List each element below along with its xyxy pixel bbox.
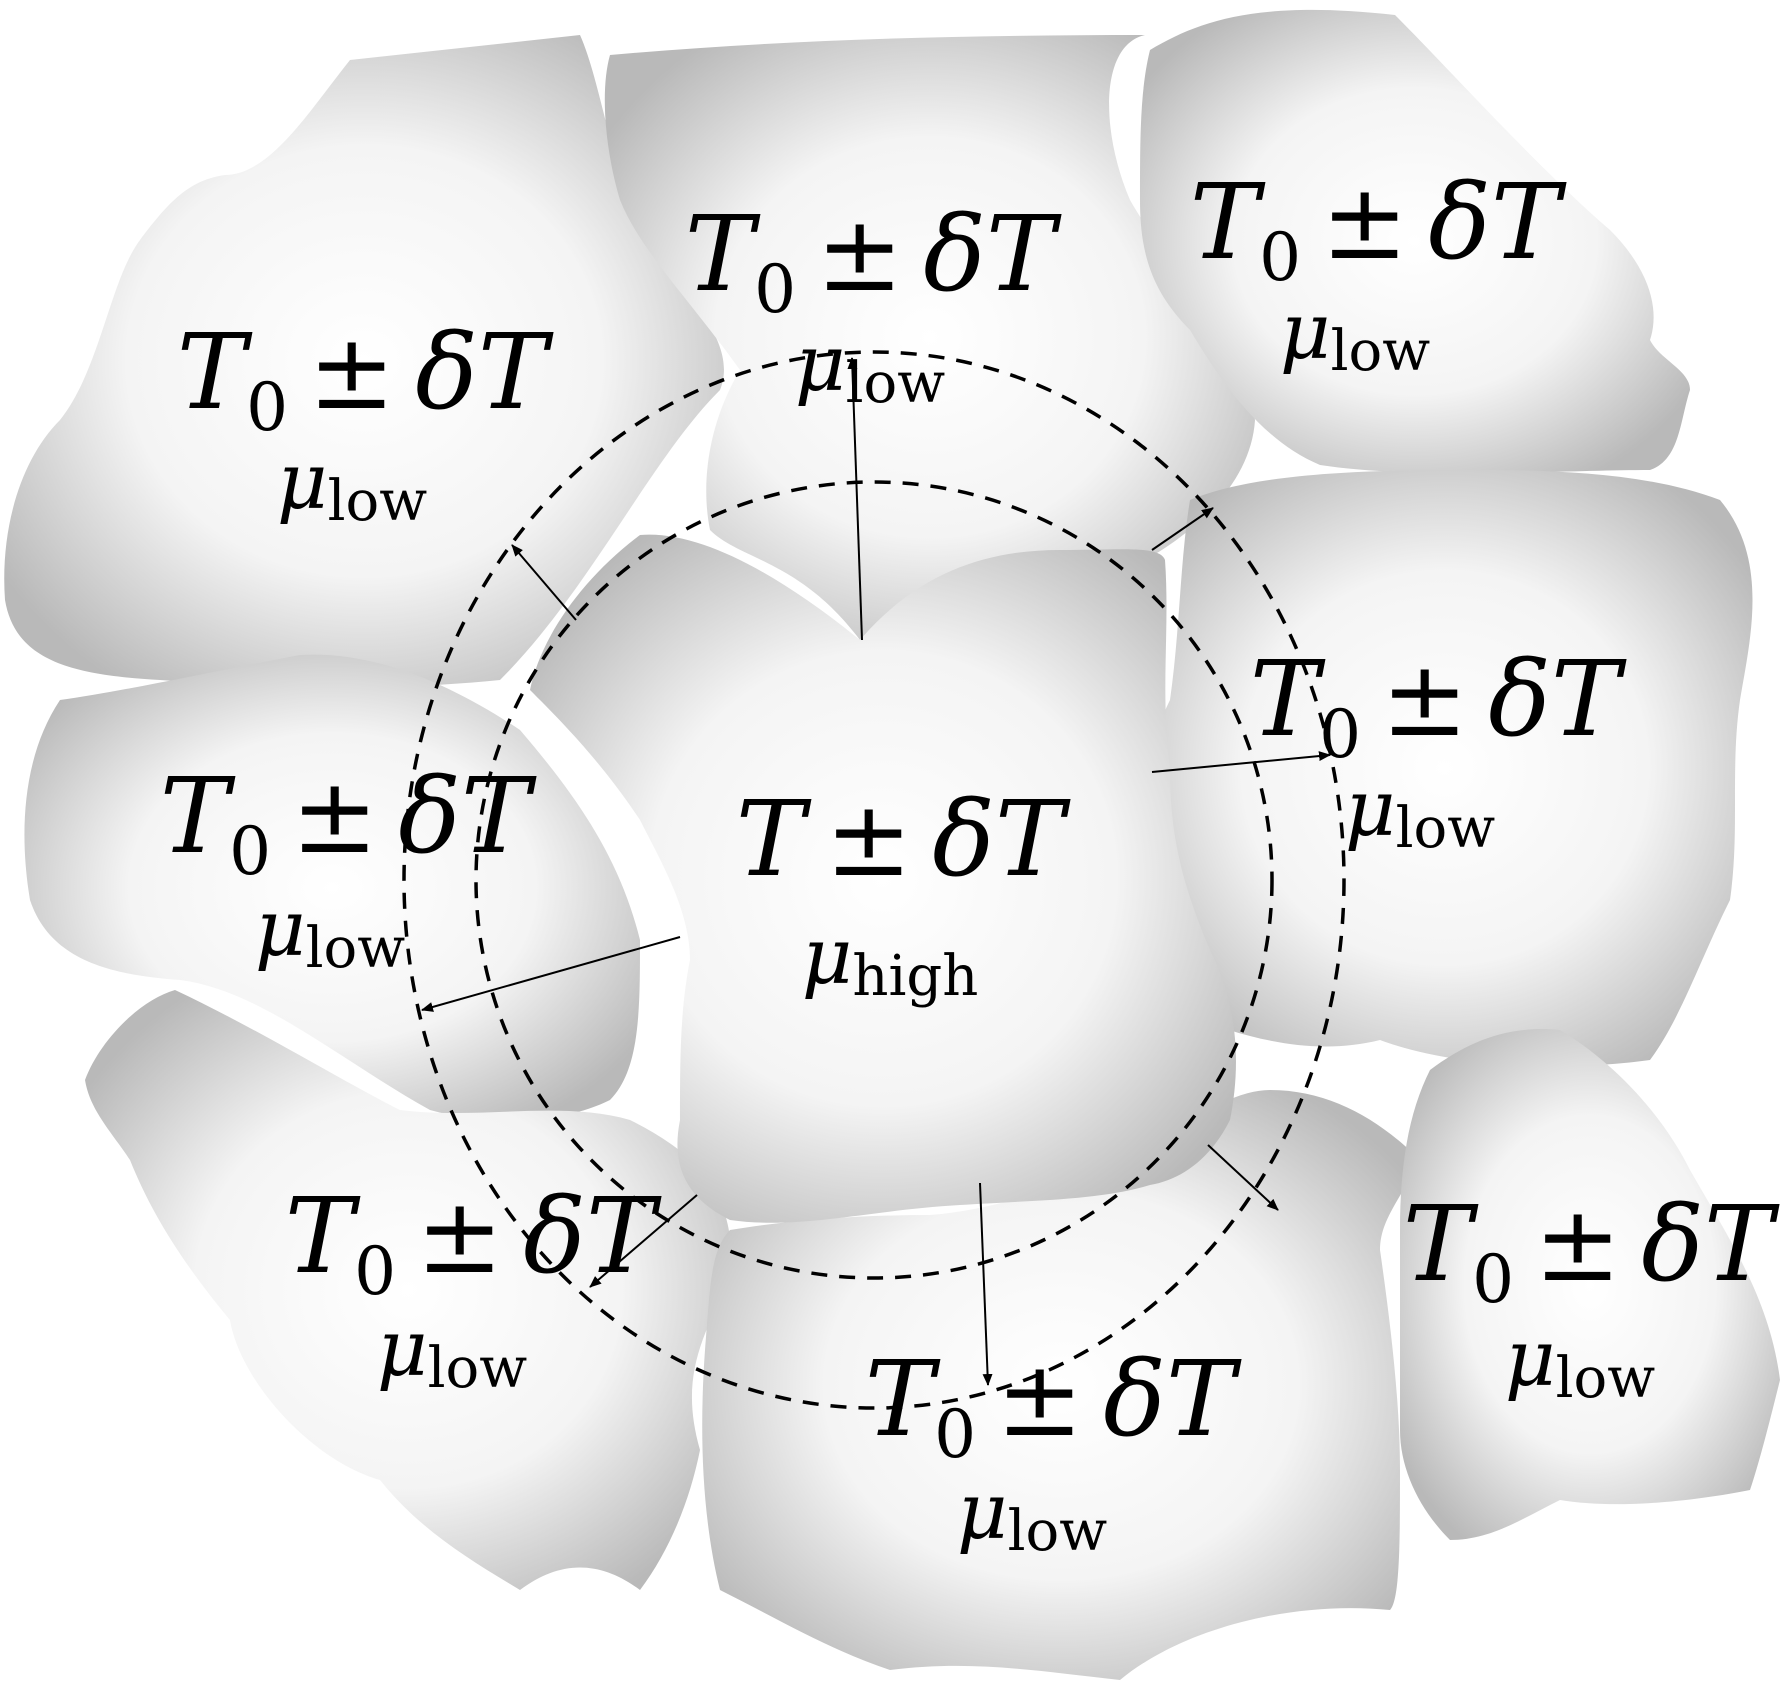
svg-text:μlow: μlow <box>277 437 427 534</box>
grain-top-right <box>1140 9 1690 474</box>
grains <box>4 9 1780 1680</box>
arrow-upper-right <box>1151 507 1214 551</box>
svg-text:μlow: μlow <box>377 1304 527 1401</box>
svg-text:μlow: μlow <box>795 319 945 416</box>
grain-label-top-center: T0±δT μlow <box>685 193 1062 416</box>
grain-center <box>530 534 1236 1223</box>
grain-label-bottom-center: T0±δT μlow <box>865 1338 1242 1564</box>
svg-text:T0±δT: T0±δT <box>1250 638 1627 773</box>
svg-text:T0±δT: T0±δT <box>1403 1183 1780 1318</box>
svg-text:T0±δT: T0±δT <box>285 1175 662 1310</box>
arrow-lower-right <box>1207 1144 1279 1211</box>
svg-text:T0±δT: T0±δT <box>1190 161 1567 296</box>
grain-right <box>1136 470 1753 1066</box>
grain-bottom-center <box>702 1090 1420 1680</box>
dashed-circles <box>402 350 1346 1410</box>
svg-text:T0±δT: T0±δT <box>160 755 537 890</box>
grain-left <box>24 654 640 1121</box>
svg-text:μlow: μlow <box>255 884 405 981</box>
arrow-left <box>421 936 681 1012</box>
inner-dashed-circle <box>474 480 1274 1280</box>
svg-text:T0±δT: T0±δT <box>865 1338 1242 1473</box>
grain-label-left: T0±δT μlow <box>160 755 537 981</box>
grain-top-center <box>604 35 1255 640</box>
grain-label-top-right: T0±δT μlow <box>1190 161 1567 384</box>
arrow-upper-left <box>511 544 577 621</box>
center-temp-label: T±δT <box>736 778 1071 900</box>
svg-text:μlow: μlow <box>1280 287 1430 384</box>
arrow-lower-left <box>589 1194 698 1288</box>
grain-label-top-left: T0±δT μlow <box>177 311 554 534</box>
arrow-down <box>979 1182 993 1386</box>
outer-dashed-circle <box>402 350 1346 1410</box>
grain-label-bottom-right: T0±δT μlow <box>1403 1183 1780 1411</box>
grain-bottom-left <box>85 990 732 1590</box>
svg-text:T0±δT: T0±δT <box>685 193 1062 328</box>
svg-text:T0±δT: T0±δT <box>177 311 554 446</box>
arrows <box>421 357 1331 1386</box>
grain-label-bottom-left: T0±δT μlow <box>285 1175 662 1401</box>
svg-text:μlow: μlow <box>1505 1314 1655 1411</box>
svg-text:μlow: μlow <box>1345 764 1495 861</box>
svg-text:μlow: μlow <box>957 1467 1107 1564</box>
center-grain-label: T±δT μhigh <box>736 778 1071 1009</box>
surrounding-labels: T0±δT μlow T0±δT μlow T0±δT μlow T0±δT μ… <box>160 161 1780 1564</box>
center-mu-label: μhigh <box>802 912 979 1009</box>
grain-top-left <box>4 35 724 688</box>
grain-label-right: T0±δT μlow <box>1250 638 1627 861</box>
grain-bottom-right <box>1400 1029 1780 1540</box>
arrow-up <box>847 357 863 641</box>
arrow-right <box>1151 751 1331 773</box>
